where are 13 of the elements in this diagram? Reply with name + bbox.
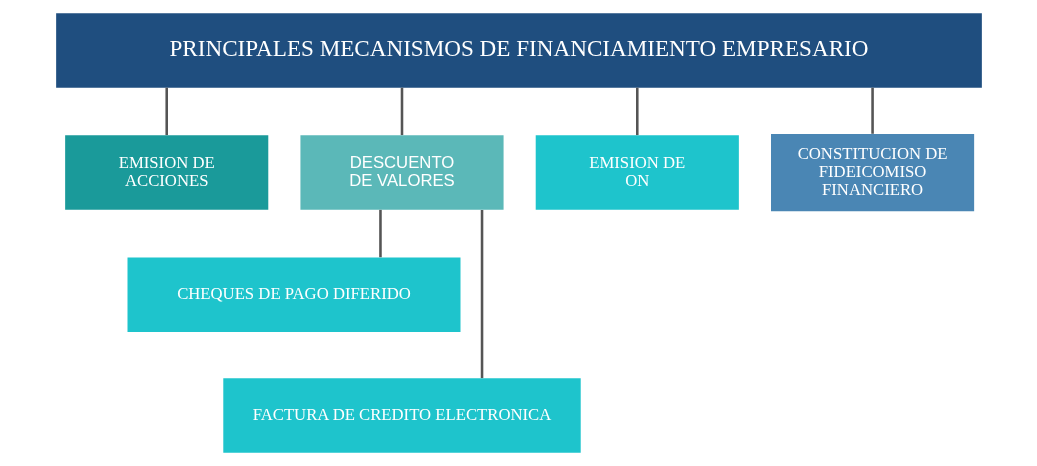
connector — [635, 87, 639, 136]
node-box: DESCUENTO DE VALORES — [299, 135, 504, 210]
connector — [870, 87, 874, 134]
node-box: EMISION DE ON — [535, 135, 739, 210]
node-box: EMISION DE ACCIONES — [64, 135, 268, 210]
connector — [164, 87, 168, 136]
connector — [400, 87, 403, 136]
node-box: FACTURA DE CREDITO ELECTRONICA — [222, 378, 581, 453]
connector — [378, 209, 382, 258]
connector — [480, 210, 483, 379]
node-box: CONSTITUCION DE FIDEICOMISO FINANCIERO — [770, 134, 974, 212]
node-box: PRINCIPALES MECANISMOS DE FINANCIAMIENTO EMPRESARIO — [55, 13, 982, 88]
node-box: CHEQUES DE PAGO DIFERIDO — [127, 257, 460, 332]
